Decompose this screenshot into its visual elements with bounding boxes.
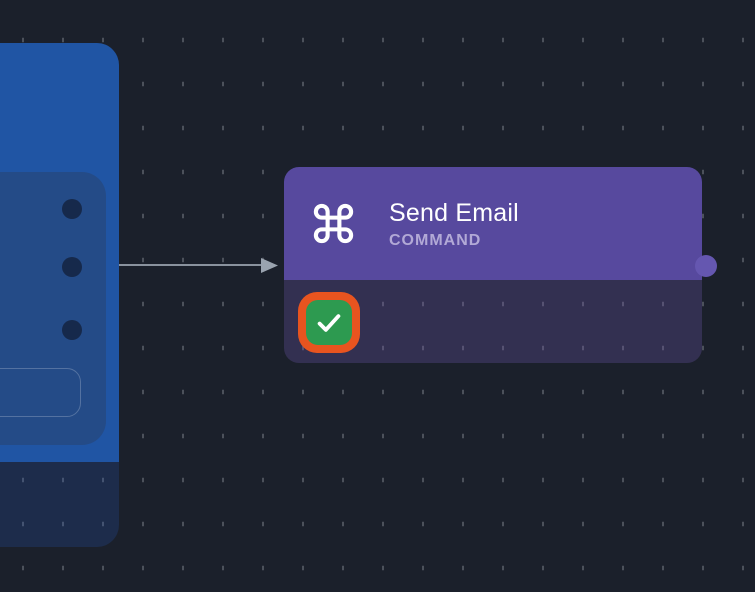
node-send-email-output-port[interactable] [695, 255, 717, 277]
node-left[interactable] [0, 43, 119, 547]
node-send-email[interactable]: Send Email COMMAND [284, 167, 717, 363]
node-title: Send Email [389, 198, 519, 227]
command-icon [313, 203, 354, 244]
node-title-block: Send Email COMMAND [389, 198, 519, 250]
node-send-email-body [284, 280, 702, 363]
node-left-output-port-1[interactable] [62, 199, 82, 219]
wire-arrowhead-icon [261, 258, 278, 273]
node-left-field[interactable] [0, 368, 81, 417]
check-icon [317, 313, 341, 332]
node-left-output-port-3[interactable] [62, 320, 82, 340]
node-type-label: COMMAND [389, 231, 482, 249]
node-send-email-header: Send Email COMMAND [284, 167, 702, 280]
node-left-footer [0, 462, 119, 547]
status-badge[interactable] [298, 292, 360, 353]
node-left-output-port-2[interactable] [62, 257, 82, 277]
status-badge-inner [306, 300, 352, 345]
